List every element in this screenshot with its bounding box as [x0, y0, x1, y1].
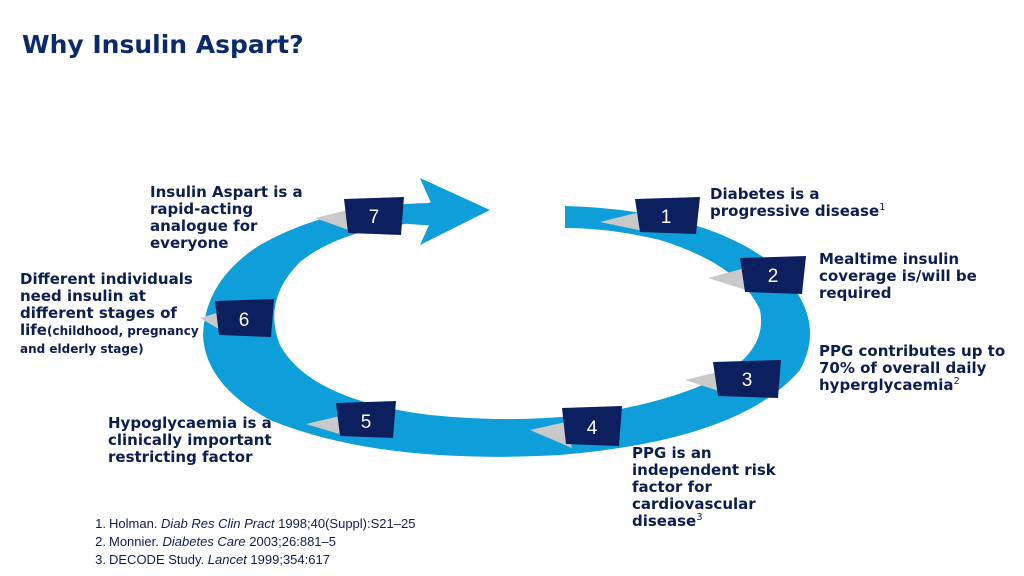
step-number: 3 — [742, 370, 753, 391]
step-label-7: Insulin Aspart is a rapid-acting analogu… — [150, 183, 303, 252]
step-number: 6 — [239, 310, 250, 331]
references-list: 1.Holman. Diab Res Clin Pract 1998;40(Su… — [90, 516, 415, 570]
step-box-6: 6 — [215, 299, 274, 337]
reference-item: 1.Holman. Diab Res Clin Pract 1998;40(Su… — [95, 516, 416, 531]
step-number: 1 — [661, 207, 672, 228]
step-box-3: 3 — [713, 360, 781, 398]
step-box-4: 4 — [562, 406, 622, 446]
step-box-5: 5 — [336, 401, 396, 438]
box-shadows — [200, 210, 752, 448]
step-box-2: 2 — [740, 256, 806, 294]
step-label-1: Diabetes is a progressive disease1 — [710, 185, 886, 220]
step-label-4: PPG is an independent risk factor for ca… — [632, 444, 776, 530]
cycle-arrowhead — [420, 178, 490, 245]
step-box-1: 1 — [635, 197, 700, 234]
step-number: 7 — [369, 207, 380, 228]
step-number: 4 — [587, 418, 598, 439]
reference-item: 2.Monnier. Diabetes Care 2003;26:881–5 — [95, 534, 336, 549]
step-label-2: Mealtime insulin coverage is/will be req… — [819, 250, 977, 302]
page-title: Why Insulin Aspart? — [22, 30, 304, 59]
step-number: 5 — [361, 412, 372, 433]
step-label-6: Different individuals need insulin at di… — [20, 270, 199, 357]
step-box-7: 7 — [344, 197, 404, 235]
step-number: 2 — [768, 266, 779, 287]
step-label-5: Hypoglycaemia is a clinically important … — [108, 414, 272, 466]
reference-item: 3.DECODE Study. Lancet 1999;354:617 — [95, 552, 330, 567]
step-label-3: PPG contributes up to 70% of overall dai… — [819, 342, 1006, 394]
